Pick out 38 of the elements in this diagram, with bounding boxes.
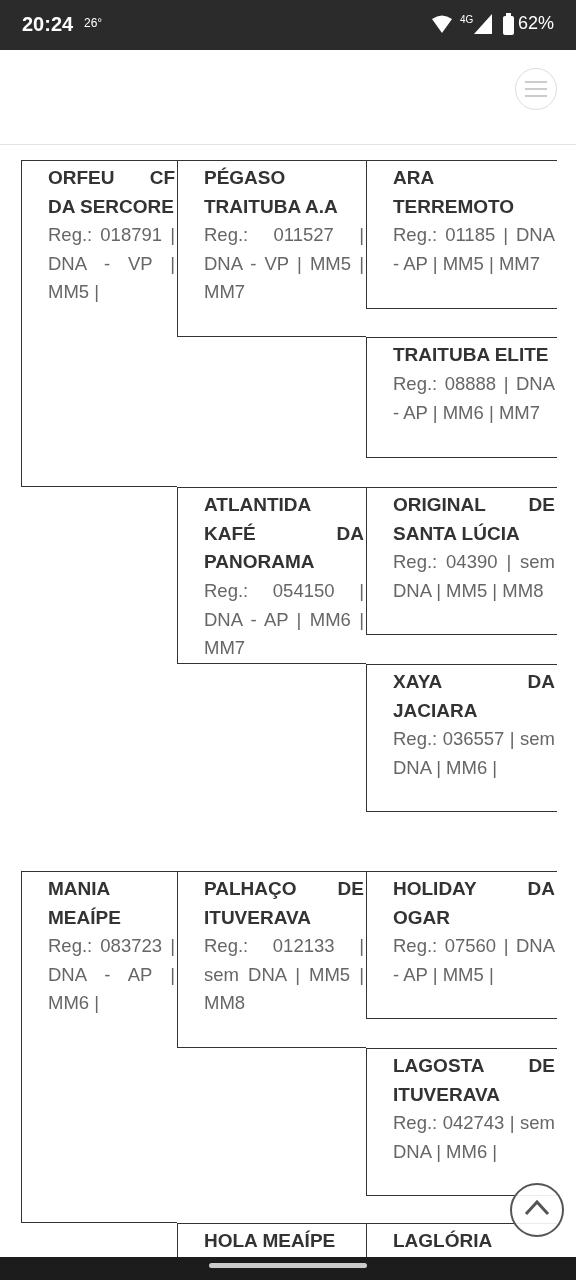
horse-name: HOLIDAY DA OGAR: [393, 877, 555, 930]
battery-percentage: 62%: [518, 14, 555, 34]
registration-info: Reg.: 08888 | DNA - AP | MM6 | MM7: [393, 372, 555, 425]
registration-info: Reg.: 083723 | DNA - AP | MM6 |: [48, 934, 175, 1015]
pedigree-cell: [366, 160, 557, 309]
pedigree-cell: [366, 664, 557, 812]
horse-name: TRAITUBA ELITE: [393, 343, 550, 367]
horse-name: ORIGINAL DE SANTA LÚCIA: [393, 493, 555, 546]
horse-name: ATLANTIDA KAFÉ DA PANORAMA: [204, 493, 364, 574]
registration-info: Reg.: 036557 | sem DNA | MM6 |: [393, 727, 555, 780]
pedigree-cell: [21, 160, 177, 487]
horse-name: HOLA MEAÍPE: [204, 1229, 337, 1253]
horse-name: PALHAÇO DE ITUVERAVA: [204, 877, 364, 930]
horse-name: MANIA MEAÍPE: [48, 877, 122, 930]
horse-name: ORFEU CF DA SERCORE: [48, 166, 175, 219]
pedigree-cell: [21, 871, 177, 1223]
horse-name: ARA TERREMOTO: [393, 166, 516, 219]
pedigree-cell: [366, 487, 557, 635]
registration-info: Reg.: 012133 | sem DNA | MM5 | MM8: [204, 934, 364, 1015]
horse-name: LAGOSTA DE ITUVERAVA: [393, 1054, 555, 1107]
registration-info: Reg.: 011527 | DNA - VP | MM5 | MM7: [204, 223, 364, 304]
pedigree-cell: [177, 871, 366, 1048]
registration-info: Reg.: 042743 | sem DNA | MM6 |: [393, 1111, 555, 1164]
registration-info: Reg.: 054150 | DNA - AP | MM6 | MM7: [204, 579, 364, 660]
status-text: 26°: [84, 17, 103, 31]
registration-info: Reg.: 04390 | sem DNA | MM5 | MM8: [393, 550, 555, 603]
horse-name: LAGLÓRIA: [393, 1229, 494, 1253]
registration-info: Reg.: 01185 | DNA - AP | MM5 | MM7: [393, 223, 555, 276]
pedigree-cell: [366, 871, 557, 1019]
horse-name: PÉGASO TRAITUBA A.A: [204, 166, 339, 219]
registration-info: Reg.: 018791 | DNA - VP | MM5 |: [48, 223, 175, 304]
pedigree-cell: [366, 337, 557, 458]
status-time: 20:24: [22, 13, 74, 35]
horse-name: XAYA DA JACIARA: [393, 670, 555, 723]
pedigree-cell: [177, 160, 366, 337]
status-text: 4G: [460, 14, 474, 25]
registration-info: Reg.: 07560 | DNA - AP | MM5 |: [393, 934, 555, 987]
pedigree-cell: [177, 487, 366, 664]
